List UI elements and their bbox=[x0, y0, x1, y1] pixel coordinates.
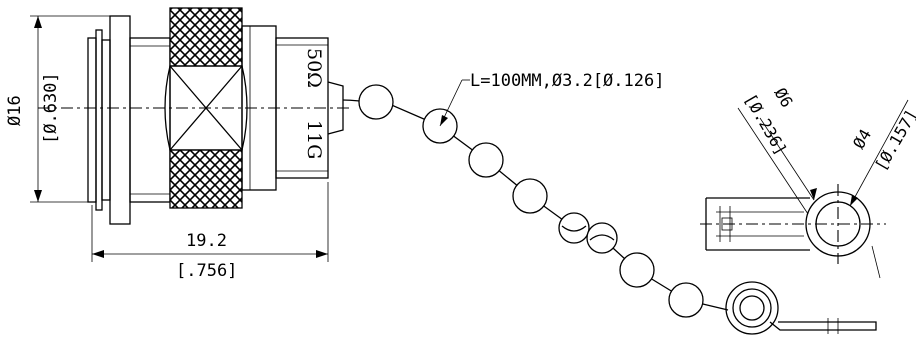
diameter-mm-label: Ø16 bbox=[5, 95, 25, 126]
length-mm-label: 19.2 bbox=[186, 231, 227, 251]
diameter-in-label: [Ø.630] bbox=[41, 72, 61, 144]
diameter-dimension bbox=[30, 15, 110, 203]
connector-body bbox=[38, 7, 350, 225]
length-dimension bbox=[91, 182, 329, 262]
ring-inner-mm-label: Ø4 bbox=[849, 126, 875, 152]
ball-chain bbox=[342, 84, 729, 318]
chain-leader bbox=[439, 79, 470, 127]
chain-spec-label: L=100MM,Ø3.2[Ø.126] bbox=[470, 71, 664, 91]
ring-detail bbox=[700, 184, 886, 264]
ring-outer-leader bbox=[737, 107, 817, 215]
cap-impedance-label: 50Ω bbox=[303, 48, 325, 88]
length-in-label: [.756] bbox=[176, 261, 237, 281]
ring-inner-in-label: [Ø.157] bbox=[871, 106, 916, 174]
cap-code-label: 11G bbox=[303, 120, 325, 159]
ring-inner-leader bbox=[849, 99, 909, 279]
end-ring bbox=[725, 281, 877, 335]
ring-outer-mm-label: Ø6 bbox=[771, 85, 797, 111]
